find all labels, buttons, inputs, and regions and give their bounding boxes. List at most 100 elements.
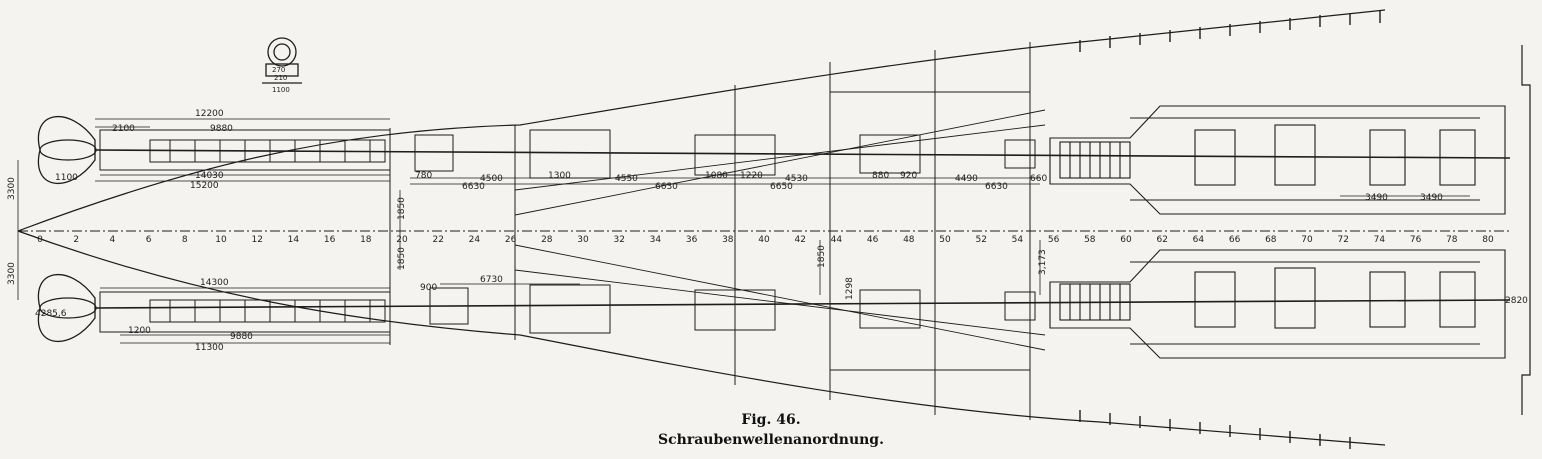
inset-dim-210: 210: [274, 74, 287, 82]
dim-1080: 1080: [705, 171, 728, 181]
frame-number: 78: [1446, 235, 1458, 245]
frame-number: 10: [215, 235, 227, 245]
dim-3300-bottom: 3300: [7, 262, 17, 285]
frame-number: 44: [831, 235, 843, 245]
frame-number: 62: [1156, 235, 1167, 245]
dim-1220: 1220: [740, 171, 763, 181]
dim-6630-b: 6630: [655, 182, 678, 192]
dim-4285: 4285,6: [35, 309, 67, 319]
dim-1100: 1100: [55, 173, 78, 183]
frame-number: 26: [505, 235, 517, 245]
frame-number: 8: [182, 235, 188, 245]
frame-number: 36: [686, 235, 698, 245]
dim-6630-a: 6630: [462, 182, 485, 192]
dim-9880-top: 9880: [210, 124, 233, 134]
frame-number: 6: [146, 235, 152, 245]
dim-3490-a: 3490: [1365, 193, 1388, 203]
dim-11300: 11300: [195, 343, 224, 353]
frame-number: 48: [903, 235, 915, 245]
frame-number: 12: [251, 235, 262, 245]
dim-12200: 12200: [195, 109, 224, 119]
frame-number: 42: [794, 235, 805, 245]
inset-dim-270: 270: [272, 66, 285, 74]
frame-number: 38: [722, 235, 734, 245]
dim-14030: 14030: [195, 171, 224, 181]
dim-3300-top: 3300: [7, 177, 17, 200]
frame-number: 52: [975, 235, 986, 245]
frame-number: 14: [288, 235, 300, 245]
frame-number: 16: [324, 235, 336, 245]
frame-number: 24: [469, 235, 481, 245]
frame-number: 58: [1084, 235, 1096, 245]
dim-780: 780: [415, 171, 432, 181]
hull-outline-top: [17, 9, 1386, 232]
dimension-labels: 12200 2100 9880 14030 15200 1100 780 450…: [7, 66, 1528, 353]
frame-number: 76: [1410, 235, 1422, 245]
frame-number: 4: [110, 235, 116, 245]
dim-4550: 4550: [615, 174, 638, 184]
frame-number: 40: [758, 235, 770, 245]
dim-1850-a: 1850: [397, 197, 407, 220]
dim-14300: 14300: [200, 278, 229, 288]
dim-900: 900: [420, 283, 437, 293]
shaft-bearings-bottom: [429, 284, 1036, 334]
frame-number: 74: [1374, 235, 1386, 245]
dim-4490: 4490: [955, 174, 978, 184]
frame-number: 18: [360, 235, 372, 245]
inset-dim-1100: 1100: [272, 86, 290, 94]
figure-number: Fig. 46.: [741, 412, 801, 428]
dim-3490-b: 3490: [1420, 193, 1443, 203]
dimension-lines: [17, 118, 1470, 344]
dim-3173: 3,173: [1038, 249, 1048, 275]
shaft-line-bottom: [94, 299, 1511, 309]
dim-15200: 15200: [190, 181, 219, 191]
dim-9880-bottom: 9880: [230, 332, 253, 342]
shaft-bearings-top: [414, 129, 1036, 179]
frame-number: 50: [939, 235, 951, 245]
dim-4500: 4500: [480, 174, 503, 184]
frame-number: 56: [1048, 235, 1060, 245]
dim-6650: 6650: [770, 182, 793, 192]
frame-number: 2: [73, 235, 79, 245]
dim-6630-c: 6630: [985, 182, 1008, 192]
frame-number: 0: [37, 235, 43, 245]
dim-6730: 6730: [480, 275, 503, 285]
dim-1850-b: 1850: [817, 245, 827, 268]
dim-2820: 2820: [1505, 296, 1528, 306]
frame-number: 54: [1012, 235, 1024, 245]
dim-1200: 1200: [128, 326, 151, 336]
engine-room-bottom: [1049, 249, 1506, 359]
shaft-line-top: [94, 149, 1511, 159]
frame-number: 70: [1301, 235, 1313, 245]
figure-title: Schraubenwellenanordnung.: [658, 432, 884, 448]
frame-number: 46: [867, 235, 879, 245]
dim-2100: 2100: [112, 124, 135, 134]
shaft-section-inset: [262, 37, 302, 84]
frame-number: 80: [1482, 235, 1494, 245]
engine-room-top: [1049, 105, 1506, 215]
frame-number: 60: [1120, 235, 1132, 245]
dim-1850-side: 1850: [397, 247, 407, 270]
dim-920: 920: [900, 171, 917, 181]
frame-number: 68: [1265, 235, 1277, 245]
frame-number: 20: [396, 235, 408, 245]
frame-number: 64: [1193, 235, 1205, 245]
frame-number: 32: [613, 235, 624, 245]
dim-1298: 1298: [845, 277, 855, 300]
dim-880: 880: [872, 171, 889, 181]
dim-4530: 4530: [785, 174, 808, 184]
propeller-bottom: [37, 274, 97, 342]
frame-number: 28: [541, 235, 553, 245]
dim-660: 660: [1030, 174, 1047, 184]
sight-lines: [514, 109, 1046, 351]
stern-tube-bottom: [99, 291, 391, 333]
dim-1300: 1300: [548, 171, 571, 181]
frame-number: 22: [432, 235, 443, 245]
frame-number: 66: [1229, 235, 1241, 245]
frame-number: 72: [1337, 235, 1348, 245]
frame-number: 34: [650, 235, 662, 245]
midship-section-mark: [1521, 45, 1531, 415]
frame-number: 30: [577, 235, 589, 245]
